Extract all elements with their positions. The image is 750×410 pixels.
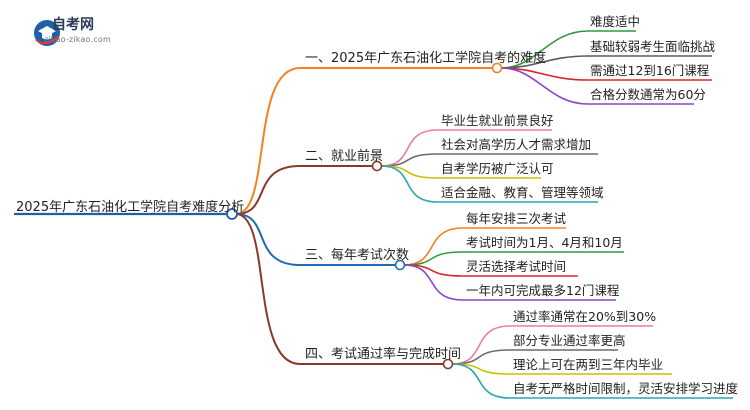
logo-name: 自考网 (52, 17, 94, 33)
leaf-link-2-1 (403, 251, 464, 266)
branch-node-0 (491, 62, 503, 74)
leaf-link-1-2 (380, 165, 439, 179)
branch-node-2 (394, 259, 406, 271)
root-link-1 (235, 165, 301, 215)
leaf-3-3: 自考无严格时间限制，灵活安排学习进度 (513, 381, 739, 396)
root-node-dot (226, 208, 238, 220)
leaf-1-2: 自考学历被广泛认可 (441, 161, 554, 176)
leaf-3-2: 理论上可在两到三年内毕业 (513, 357, 664, 372)
leaf-2-2: 灵活选择考试时间 (466, 259, 567, 274)
leaf-1-1: 社会对高学历人才需求增加 (441, 137, 592, 152)
logo-url: zikao-zikao.com (44, 35, 111, 44)
logo (28, 16, 138, 52)
leaf-link-0-3 (500, 67, 589, 105)
branch-node-3 (442, 358, 454, 370)
leaf-link-1-0 (380, 129, 439, 167)
leaf-2-3: 一年内可完成最多12门课程 (466, 283, 620, 298)
leaf-link-3-0 (451, 325, 511, 365)
leaf-0-3: 合格分数通常为60分 (590, 87, 706, 102)
root-link-3 (235, 213, 301, 365)
branch-employment: 二、就业前景 (305, 149, 384, 164)
branch-difficulty: 一、2025年广东石油化工学院自考的难度 (305, 51, 547, 66)
logo-cap-icon (34, 20, 60, 46)
branch-pass-rate: 四、考试通过率与完成时间 (305, 347, 462, 362)
leaf-2-1: 考试时间为1月、4月和10月 (466, 235, 623, 250)
leaf-link-1-3 (380, 165, 439, 203)
leaf-0-1: 基础较弱考生面临挑战 (590, 39, 716, 54)
root-link-0 (235, 67, 301, 215)
leaf-3-0: 通过率通常在20%到30% (513, 309, 657, 324)
branch-exam-frequency: 三、每年考试次数 (305, 248, 410, 263)
leaf-1-3: 适合金融、教育、管理等领域 (441, 185, 604, 200)
leaf-0-0: 难度适中 (590, 14, 641, 29)
leaf-0-2: 需通过12到16门课程 (590, 63, 710, 78)
branch-node-1 (371, 160, 383, 172)
leaf-link-2-0 (403, 227, 464, 266)
leaf-2-0: 每年安排三次考试 (466, 211, 567, 226)
leaf-link-2-3 (403, 264, 464, 301)
leaf-3-1: 部分专业通过率更高 (513, 333, 626, 348)
root-link-2 (235, 213, 301, 266)
root-node: 2025年广东石油化工学院自考难度分析 (16, 200, 245, 215)
leaf-1-0: 毕业生就业前景良好 (441, 113, 554, 128)
leaf-link-1-1 (380, 153, 439, 167)
leaf-link-3-3 (451, 363, 511, 399)
